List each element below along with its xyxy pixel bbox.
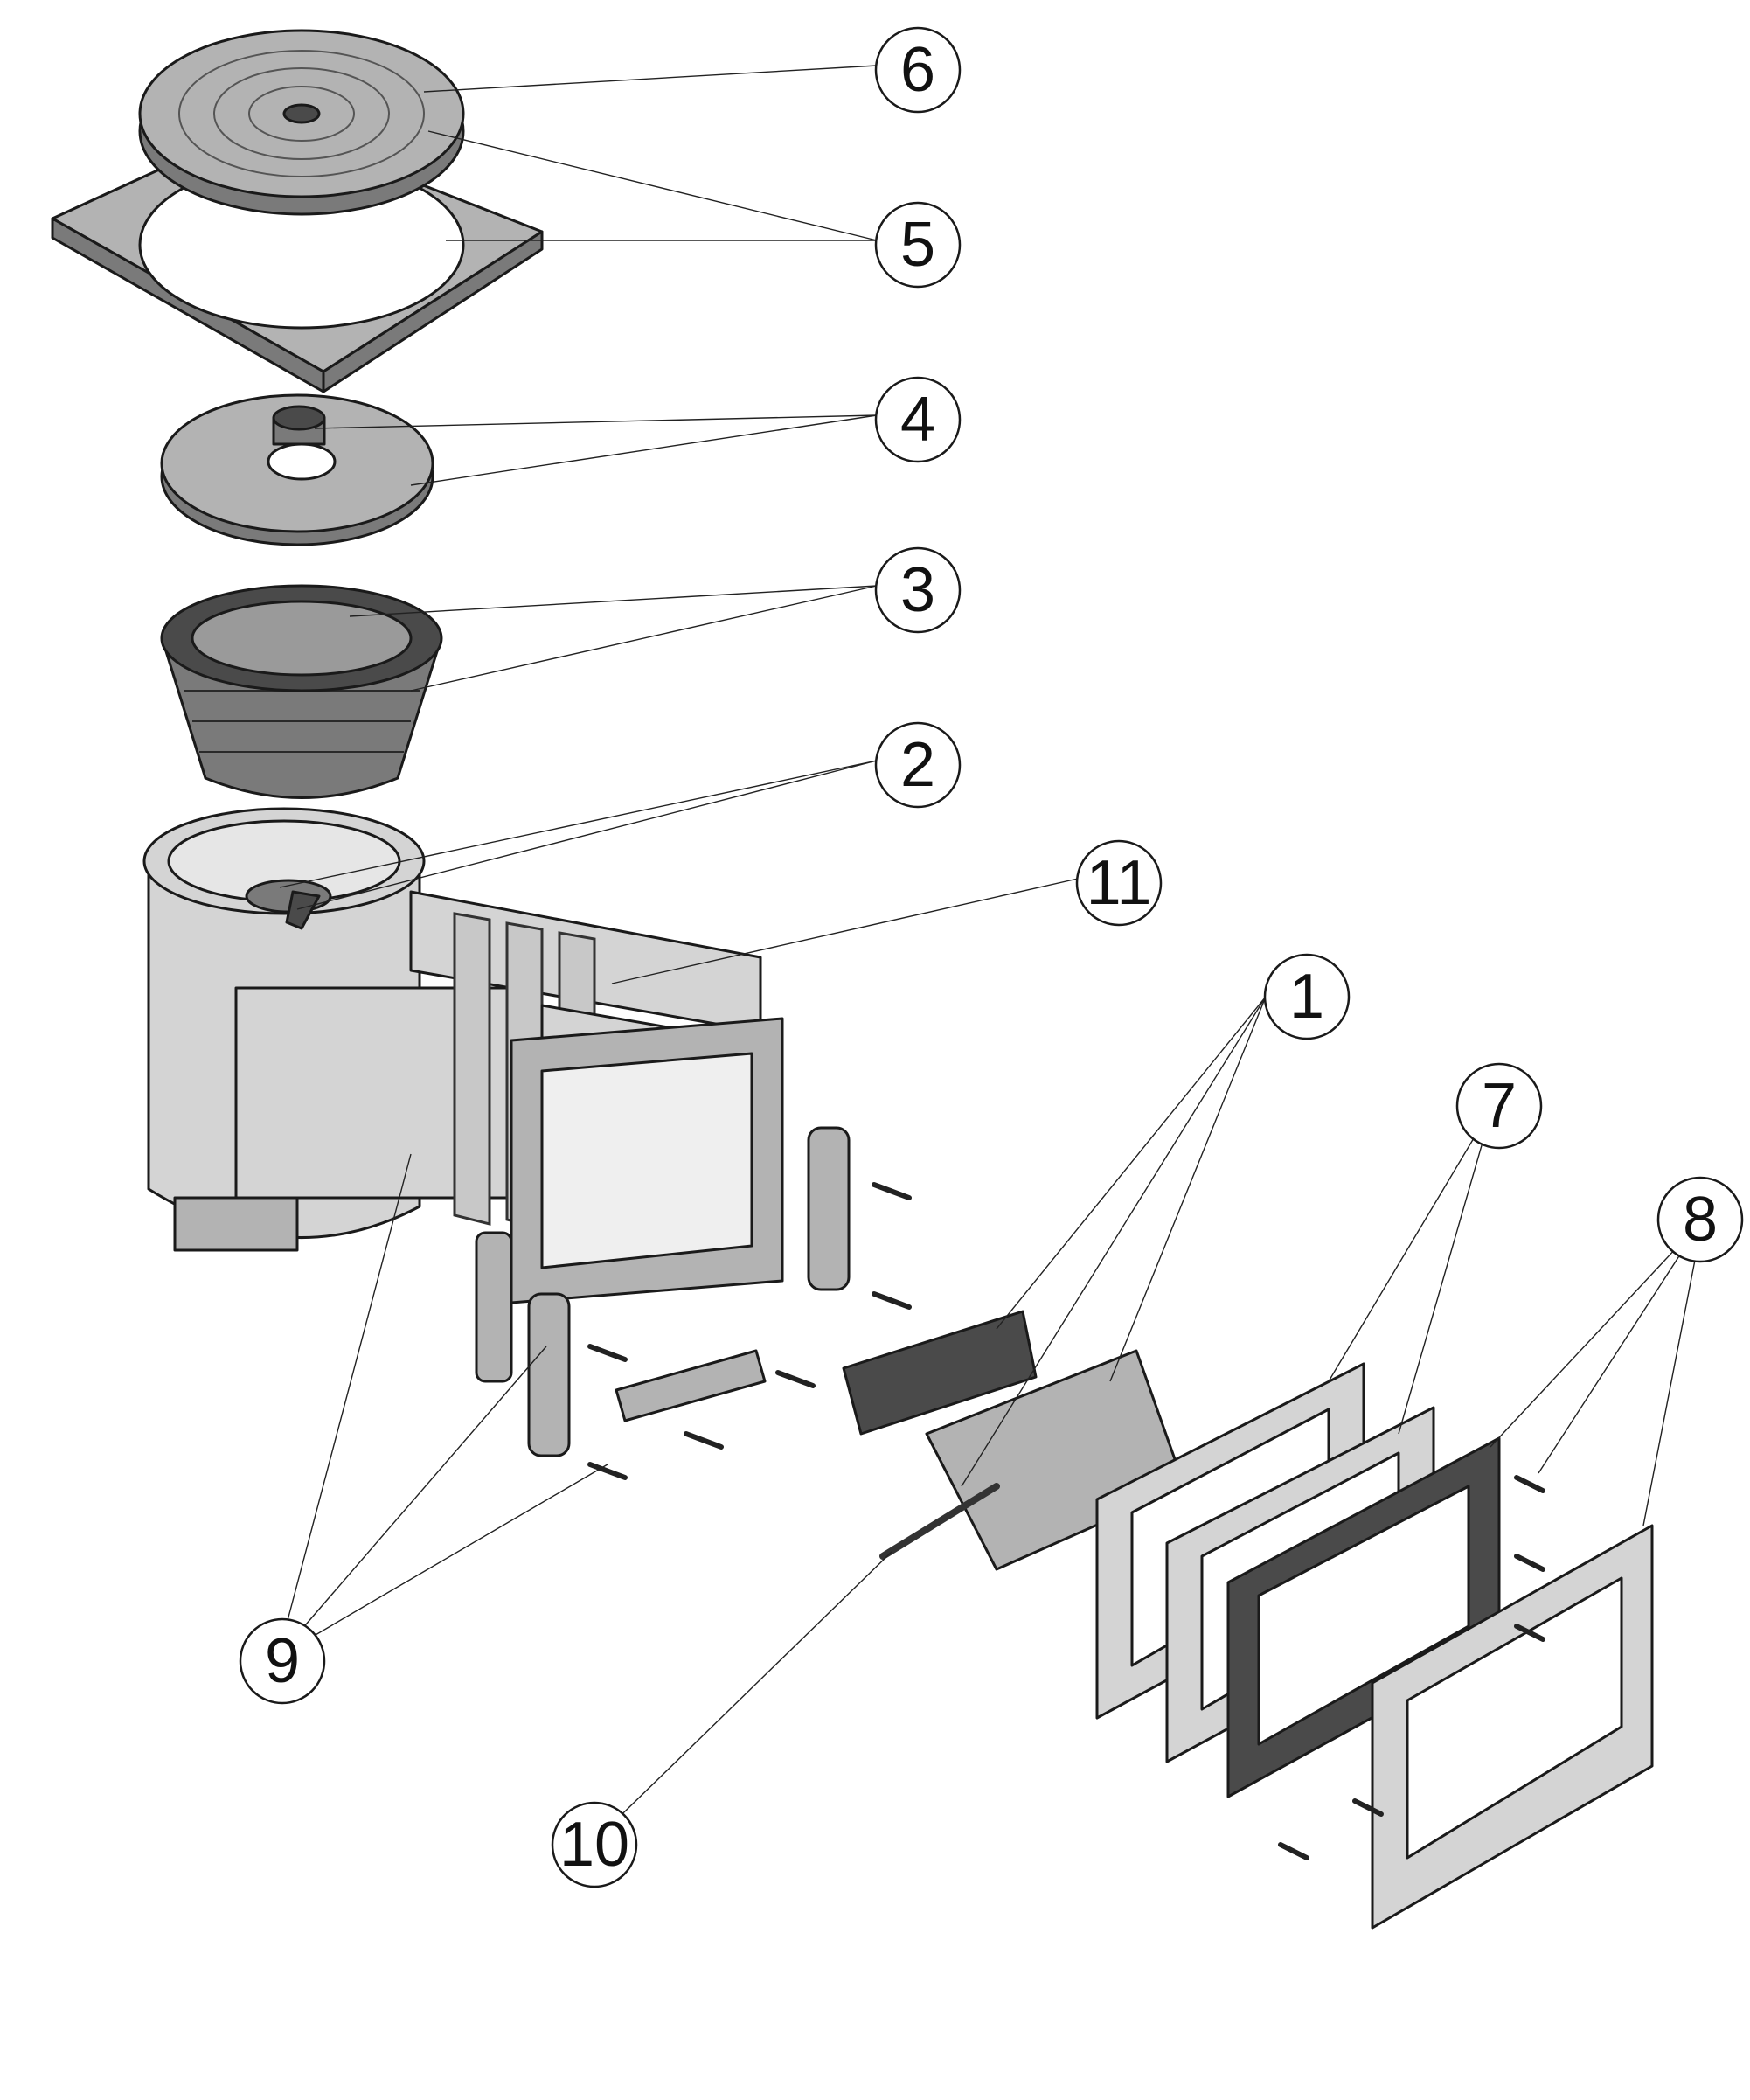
part-10-rod [879,1483,1000,1560]
leader-lines [277,65,1704,1839]
callout-7: 7 [1455,1062,1543,1150]
part-3-basket [160,584,443,799]
callout-label: 7 [1482,1071,1517,1141]
callout-label: 9 [265,1626,300,1696]
callout-4: 4 [874,376,962,463]
part-8-face-plates [1226,1436,1654,1930]
part-9-brackets [475,1126,912,1480]
part-6-round-lid [138,29,465,216]
callout-10: 10 [551,1801,638,1888]
callout-1: 1 [1263,953,1351,1040]
callout-label: 11 [1087,848,1152,918]
callout-8: 8 [1656,1176,1744,1263]
callout-label: 10 [559,1810,629,1880]
callout-label: 2 [900,730,935,800]
callout-6: 6 [874,26,962,114]
callout-9: 9 [239,1617,326,1705]
skimmer-body [142,807,784,1304]
callout-label: 4 [900,385,935,455]
callout-label: 1 [1289,962,1324,1032]
part-2-valve [245,879,332,930]
callout-label: 3 [900,555,935,625]
callout-label: 8 [1683,1185,1718,1255]
callout-5: 5 [874,201,962,289]
callout-3: 3 [874,546,962,634]
callout-11: 11 [1075,839,1163,927]
part-4-float-disc [160,393,434,546]
callout-2: 2 [874,721,962,809]
callout-label: 6 [900,35,935,105]
callout-label: 5 [900,210,935,280]
